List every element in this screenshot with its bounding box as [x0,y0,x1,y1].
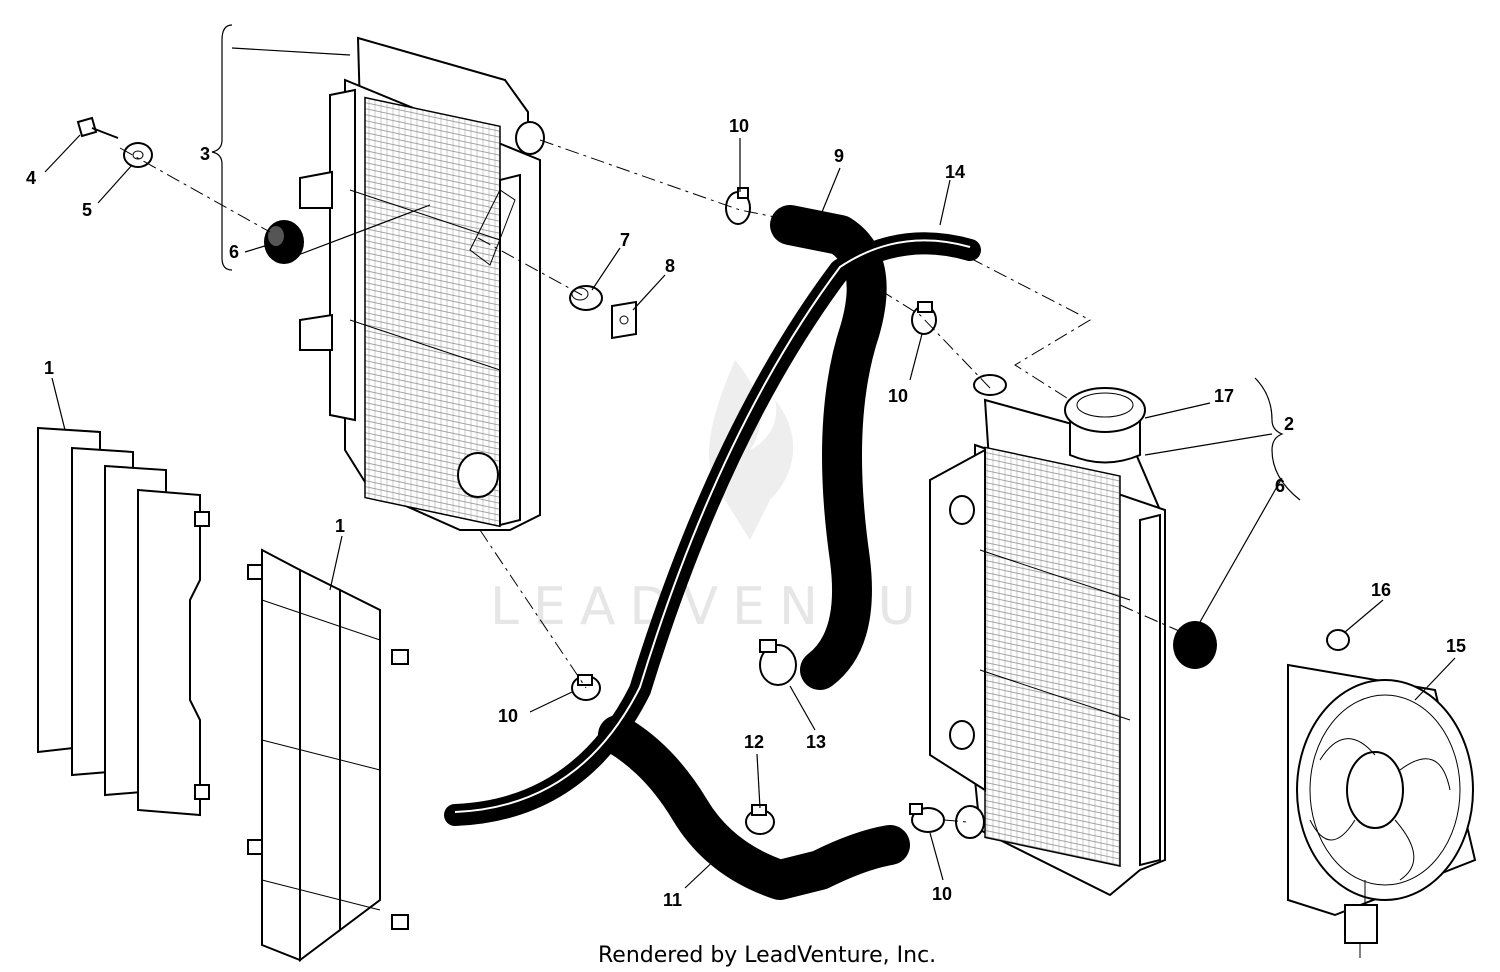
grommet-left [264,220,304,264]
callout-13: 13 [806,732,826,752]
callout-5: 5 [82,200,92,220]
clamp-top [725,187,751,225]
callout-15: 15 [1446,636,1466,656]
callout-1-left: 1 [44,358,54,378]
callout-6-left: 6 [229,242,239,262]
nut [1326,629,1350,651]
callout-4: 4 [26,168,36,188]
clamp-mid [911,301,937,335]
right-radiator-side-rail [1139,513,1161,867]
callout-12: 12 [744,732,764,752]
bracket-2 [1254,377,1301,501]
collar [569,285,603,311]
right-radiator [929,374,1166,897]
bolt [76,116,119,139]
watermark-text: LEADVENTURE [490,577,1027,637]
watermark: LEADVENTURE [490,360,1027,637]
cooling-fan [1287,663,1477,958]
callout-1-right: 1 [335,516,345,536]
left-radiator-outlet [515,121,545,155]
callout-16: 16 [1371,580,1391,600]
callout-10-top: 10 [729,116,749,136]
watermark-logo [708,360,794,540]
callout-3: 3 [200,144,210,164]
callout-6-right: 6 [1275,476,1285,496]
left-radiator-tab-mid [299,313,333,351]
left-radiator-guard [469,189,516,266]
callout-10-lower-left: 10 [498,706,518,726]
left-radiator [299,36,545,531]
radiator-cap [1064,387,1146,464]
bracket-3 [211,24,233,271]
callout-14: 14 [945,162,965,182]
callout-17: 17 [1214,386,1234,406]
louver-set-left [37,426,210,817]
louver-grille-right [247,548,409,962]
callout-2: 2 [1284,414,1294,434]
left-radiator-side-rail [499,173,521,527]
callout-7: 7 [620,230,630,250]
left-radiator-lower-port [457,452,499,498]
callout-10-mid: 10 [888,386,908,406]
rendered-by-credit: Rendered by LeadVenture, Inc. [598,943,936,968]
left-radiator-tab-top [299,170,333,209]
clamp-12 [745,804,775,835]
right-radiator-lower-port [955,805,985,839]
callout-11: 11 [663,890,682,910]
callout-8: 8 [665,256,675,276]
left-radiator-bracket [329,88,356,422]
right-radiator-bracket [929,448,986,792]
clamp-13 [759,639,797,686]
washer [123,142,153,168]
grommet-right [1173,621,1217,669]
right-radiator-upper-port [973,374,1007,396]
clip-nut [611,300,637,340]
right-radiator-mount-hole-bottom [949,720,975,750]
hose-14-highlight [454,239,971,813]
hose-9 [770,205,887,690]
hose-11 [598,715,910,900]
callout-9: 9 [834,146,844,166]
right-radiator-mount-hole-top [949,495,975,525]
right-radiator-core [984,446,1121,867]
hose-14 [444,232,981,826]
clamp-lower-right [909,803,945,833]
callout-10-lower-right: 10 [932,884,952,904]
